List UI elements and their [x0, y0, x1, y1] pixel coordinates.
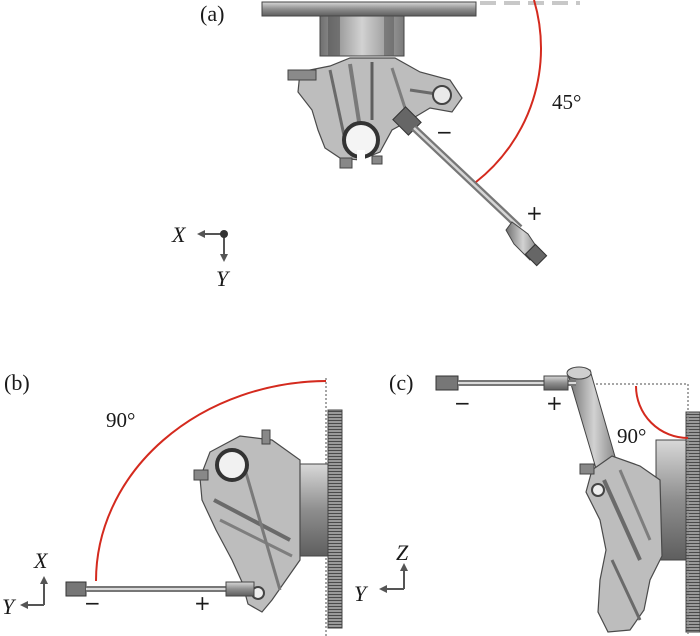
- knuckle-b: [193, 429, 301, 613]
- strut-c: [566, 366, 621, 483]
- axis-label-c-horizontal: Y: [354, 581, 369, 606]
- plus-sign-b: +: [194, 591, 211, 615]
- angle-label-a: 45°: [552, 90, 581, 114]
- axis-label-a-horizontal: X: [171, 222, 187, 247]
- angle-label-b: 90°: [106, 408, 135, 432]
- minus-sign-c: −: [454, 391, 471, 415]
- axes-a: [197, 230, 228, 262]
- mount-plate-b: [327, 409, 343, 629]
- minus-sign-a: −: [436, 120, 453, 144]
- panel-label-a: (a): [200, 1, 224, 26]
- knuckle-c: [579, 455, 663, 633]
- axis-label-b-vertical: X: [33, 548, 49, 573]
- angle-arc-b: [95, 380, 327, 582]
- angle-arc-c: [635, 385, 689, 439]
- tie-rod-b: [65, 581, 255, 597]
- panel-label-c: (c): [389, 370, 413, 395]
- axis-label-c-vertical: Z: [396, 540, 409, 565]
- plus-sign-c: +: [546, 391, 563, 415]
- panel-c: (c) 90° − + Y Z: [354, 366, 700, 636]
- angle-label-c: 90°: [617, 424, 646, 448]
- axis-label-b-horizontal: Y: [2, 594, 17, 619]
- tie-rod-c: [435, 375, 576, 391]
- axis-label-a-vertical: Y: [216, 266, 231, 291]
- panel-b: (b) 90° − + Y X: [2, 370, 343, 636]
- minus-sign-b: −: [84, 591, 101, 615]
- panel-a: (a) 45° − + X Y: [171, 0, 581, 291]
- axes-c: [379, 563, 408, 593]
- mount-plate-a: [261, 1, 477, 17]
- knuckle-a: [287, 57, 463, 169]
- panel-label-b: (b): [4, 370, 30, 395]
- tie-rod-a: [392, 106, 548, 267]
- plus-sign-a: +: [526, 201, 543, 225]
- axes-b: [20, 576, 48, 609]
- angle-arc-a: [475, 0, 542, 183]
